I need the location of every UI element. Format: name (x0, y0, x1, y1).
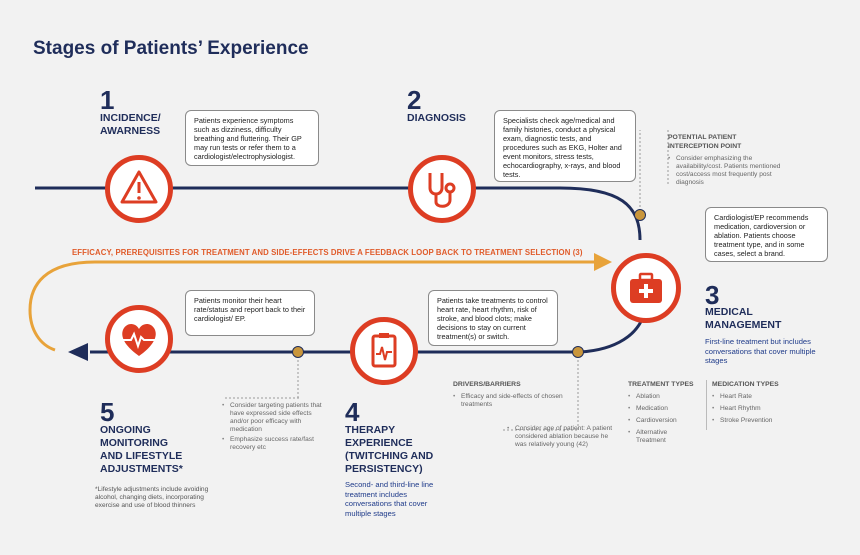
interception-list: Consider emphasizing the availability/co… (668, 155, 790, 187)
stage-5-note: Patients monitor their heart rate/status… (185, 290, 315, 336)
interception-point-marker (634, 209, 646, 221)
treatment-types-list: Ablation Medication Cardioversion Altern… (628, 393, 698, 445)
stage-1-icon (105, 155, 173, 223)
stage-3-number: 3 (705, 280, 720, 310)
feedback-loop-label: EFFICACY, PREREQUISITES FOR TREATMENT AN… (72, 248, 583, 257)
stage-2-icon (408, 155, 476, 223)
stage-1-note: Patients experience symptoms such as diz… (185, 110, 319, 166)
stage-4-marker (572, 346, 584, 358)
stage-4-subtext: Second- and third-line line treatment in… (345, 480, 434, 518)
heart-monitor-icon (122, 323, 156, 356)
stage-3-icon (611, 253, 681, 323)
stage-2-note: Specialists check age/medical and family… (494, 110, 636, 182)
stage-4-note: Patients take treatments to control hear… (428, 290, 558, 346)
stage-5-marker (292, 346, 304, 358)
stage-5-footnote: *Lifestyle adjustments include avoiding … (95, 486, 209, 509)
stage-2-name: DIAGNOSIS (407, 112, 466, 124)
clipboard-chart-icon (371, 333, 397, 368)
warning-icon (120, 170, 158, 204)
stage-4-icon (350, 317, 418, 385)
age-note: Consider age of patient: A patient consi… (507, 425, 617, 449)
stage-1-name: INCIDENCE/AWARNESS (100, 112, 161, 137)
page-title: Stages of Patients’ Experience (33, 38, 309, 59)
stage-2-number: 2 (407, 85, 422, 115)
arrow-right-icon (594, 253, 612, 271)
stage-5-notes-list: Consider targeting patients that have ex… (222, 402, 327, 452)
arrow-left-icon (68, 343, 88, 361)
stage-4-number: 4 (345, 397, 360, 427)
medical-bag-icon (630, 272, 662, 303)
drivers-heading: DRIVERS/BARRIERS (453, 381, 521, 388)
stage-3-note: Cardiologist/EP recommends medication, c… (705, 207, 828, 262)
medication-types-heading: MEDICATION TYPES (712, 381, 779, 388)
divider (706, 380, 707, 430)
stage-1-number: 1 (100, 85, 115, 115)
stage-5-icon (105, 305, 173, 373)
stage-5-number: 5 (100, 397, 115, 427)
stage-3-subtext: First-line treatment but includes conver… (705, 337, 816, 365)
medication-types-list: Heart Rate Heart Rhythm Stroke Preventio… (712, 393, 802, 425)
treatment-types-heading: TREATMENT TYPES (628, 381, 694, 388)
drivers-list: Efficacy and side-effects of chosen trea… (453, 393, 568, 409)
stethoscope-icon (428, 173, 456, 208)
